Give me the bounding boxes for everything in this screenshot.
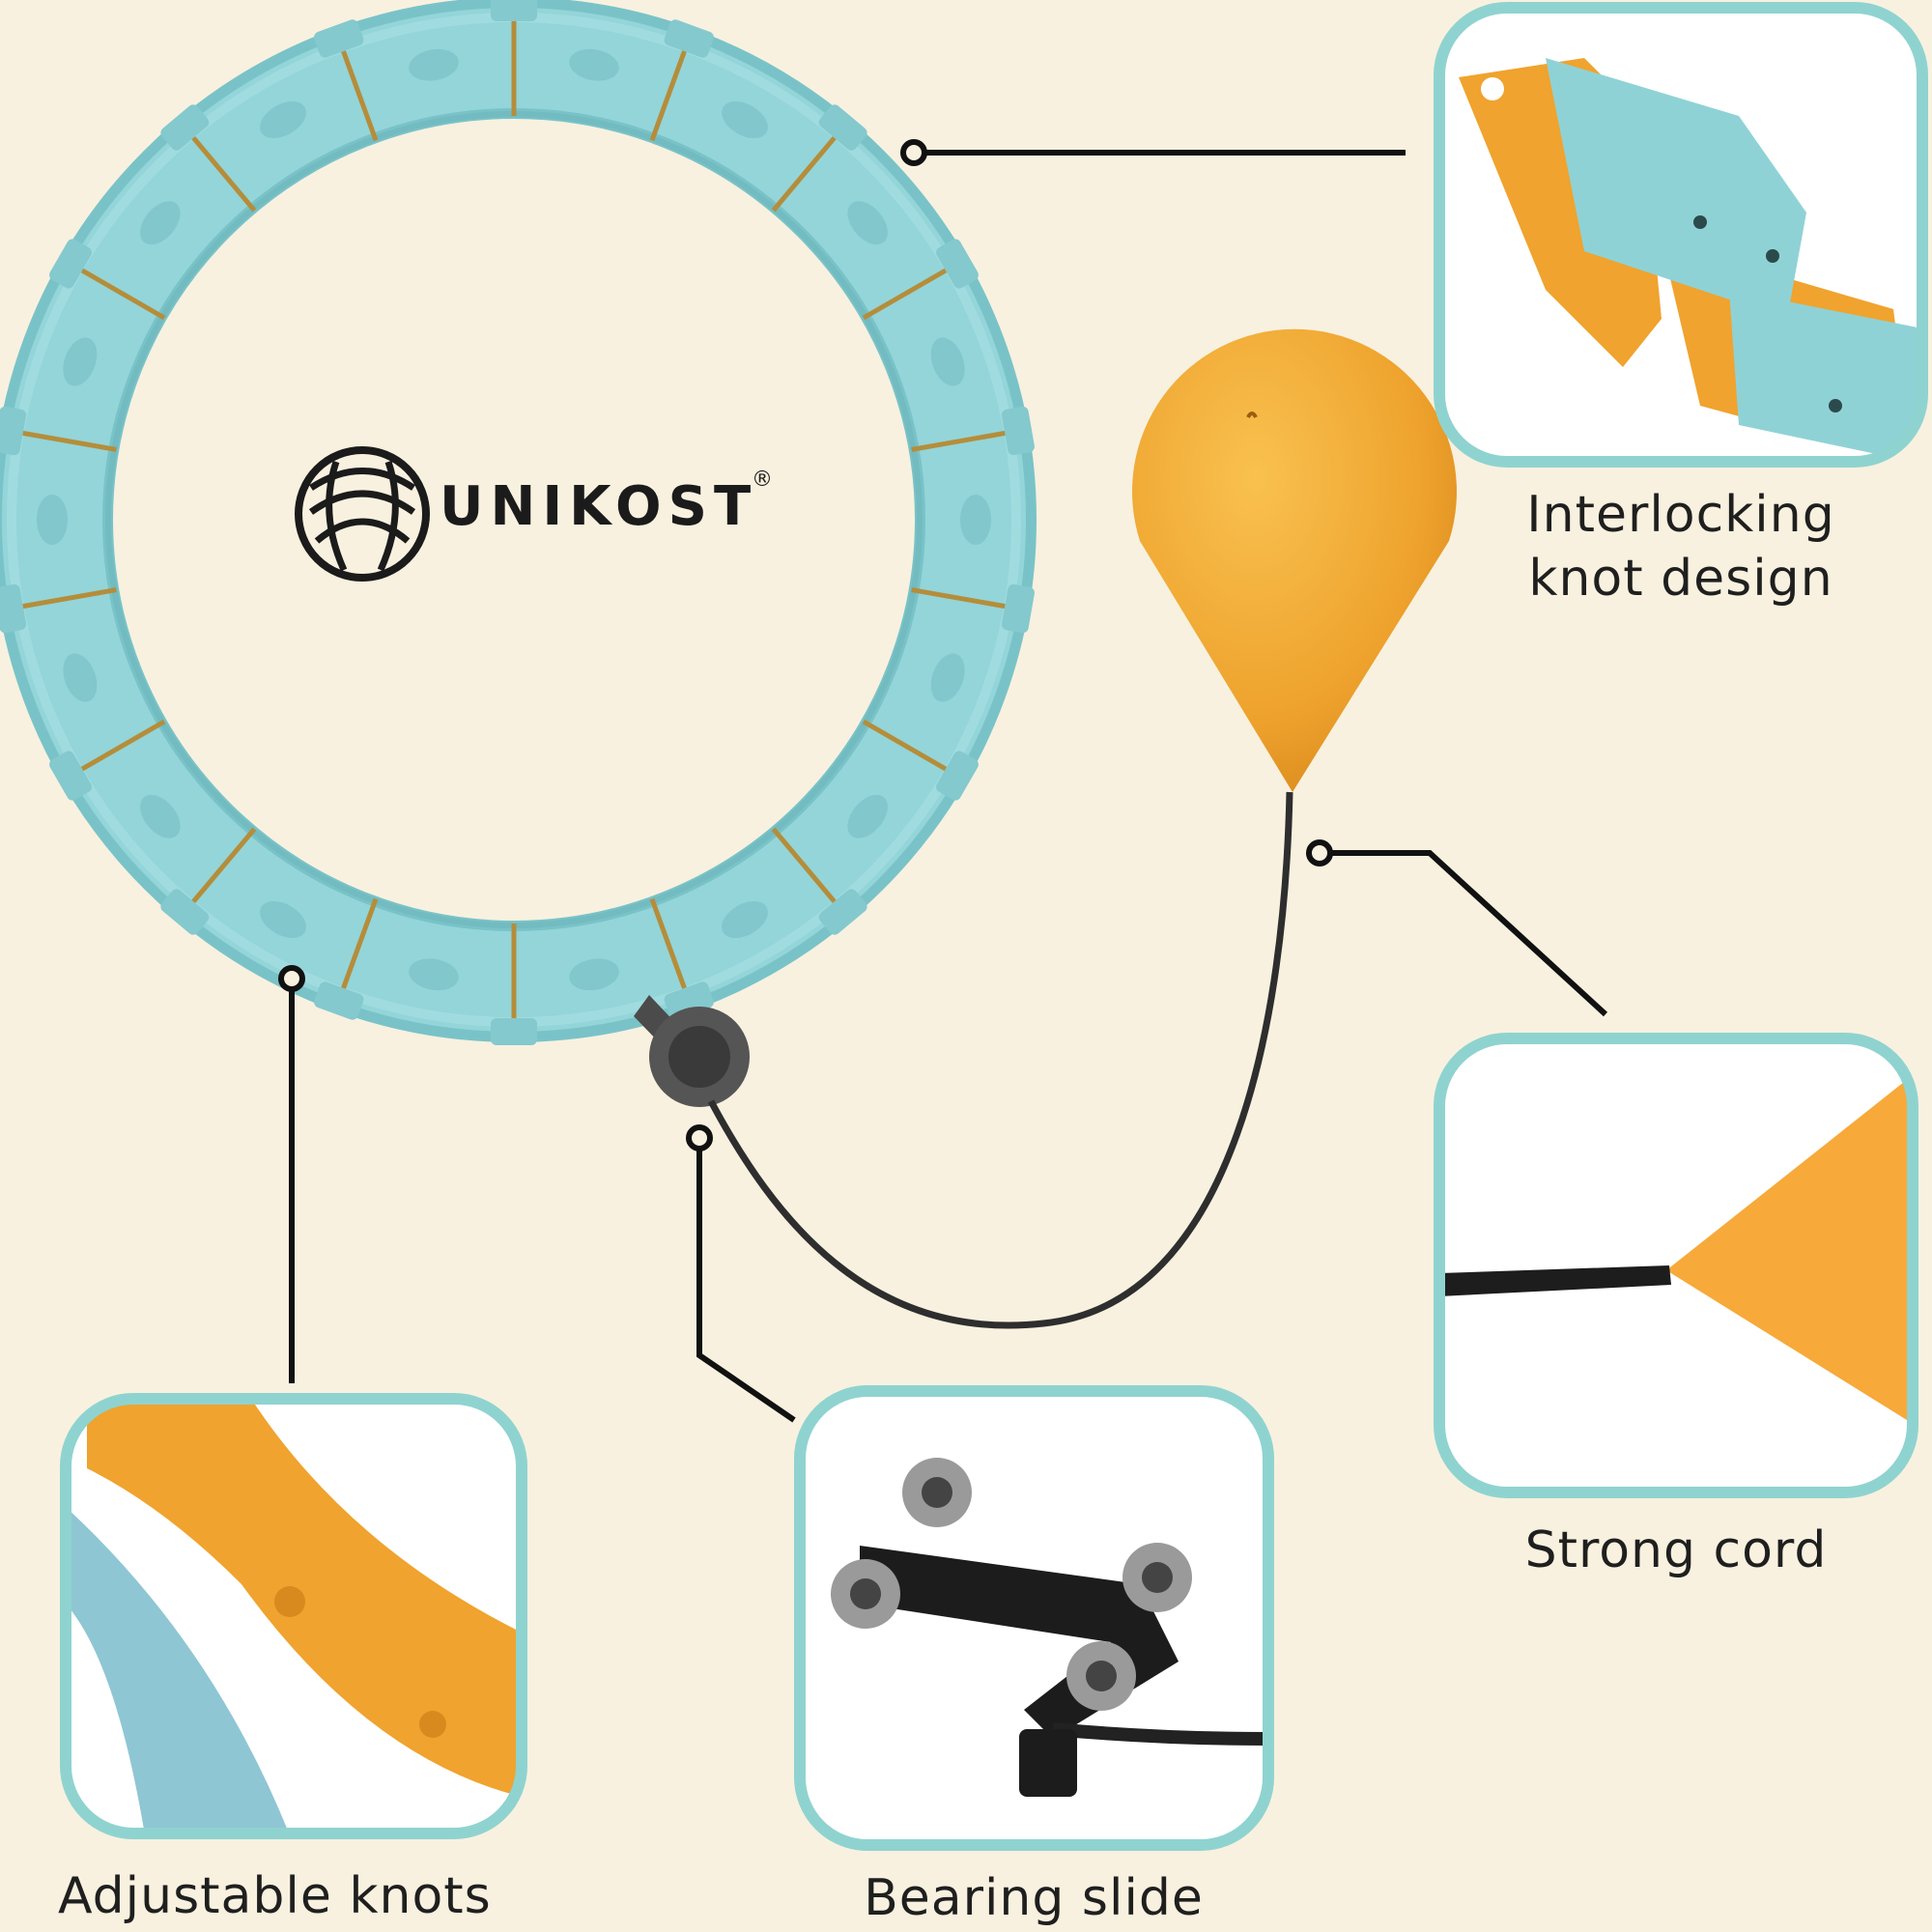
weight-ball xyxy=(1132,328,1457,792)
cord xyxy=(707,791,1293,1329)
ring-clip-tab xyxy=(936,239,979,289)
ring-clip-tab xyxy=(818,889,867,935)
registered-mark: ® xyxy=(752,468,773,492)
ring-clip-tab xyxy=(1001,583,1035,634)
ring-clip-tab xyxy=(160,889,210,935)
ring-clip-tab xyxy=(314,19,364,58)
ring-clip-tab xyxy=(491,0,537,21)
ring-bump xyxy=(569,958,619,991)
ring-clip-tab xyxy=(0,406,27,456)
ring-bump xyxy=(569,48,619,81)
callout-connectors xyxy=(278,139,1608,1423)
ring-bump xyxy=(260,900,306,938)
ring-segments xyxy=(0,0,1035,1045)
ring-clip-tab xyxy=(160,104,210,151)
panel-bearing-slide xyxy=(794,1385,1274,1851)
ring-clip-tab xyxy=(49,751,92,801)
ring-bump xyxy=(409,958,459,991)
brand-logo xyxy=(295,446,430,582)
ring-bump xyxy=(409,48,459,81)
ring-clip-tab xyxy=(491,1018,537,1045)
label-bearing-slide: Bearing slide xyxy=(864,1869,1204,1927)
label-line-1: Interlocking xyxy=(1526,486,1835,544)
ring-bump xyxy=(960,495,991,545)
ring-bump xyxy=(37,495,68,545)
ring-bump xyxy=(140,201,181,245)
bearing-knob xyxy=(634,995,750,1107)
label-adjustable-knots: Adjustable knots xyxy=(58,1867,492,1925)
ring-bump xyxy=(140,794,181,838)
panel-adjustable-knots xyxy=(60,1393,527,1839)
hula-hoop-ring xyxy=(0,0,1037,1045)
ring-clip-tab xyxy=(818,104,867,151)
ring-bump xyxy=(930,337,965,386)
panel-interlocking xyxy=(1434,2,1928,468)
ring-bump xyxy=(63,653,98,702)
ring-clip-tab xyxy=(49,239,92,289)
ring-bump xyxy=(260,101,306,139)
brand-name: UNIKOST xyxy=(440,475,758,538)
ring-clip-tab xyxy=(1001,406,1035,456)
ring-bump xyxy=(722,101,768,139)
label-interlocking-knot-design: Interlocking knot design xyxy=(1468,483,1893,611)
ring-bump xyxy=(63,337,98,386)
ring-clip-tab xyxy=(664,19,714,58)
ring-bump xyxy=(847,794,888,838)
panel-strong-cord xyxy=(1434,1033,1918,1498)
label-strong-cord: Strong cord xyxy=(1524,1521,1828,1579)
ring-clip-tab xyxy=(0,583,27,634)
ring-bump xyxy=(847,201,888,245)
ring-bump xyxy=(722,900,768,938)
ring-clip-tab xyxy=(314,981,364,1020)
label-line-2: knot design xyxy=(1528,550,1833,608)
ring-bump xyxy=(930,653,965,702)
ring-clip-tab xyxy=(936,751,979,801)
